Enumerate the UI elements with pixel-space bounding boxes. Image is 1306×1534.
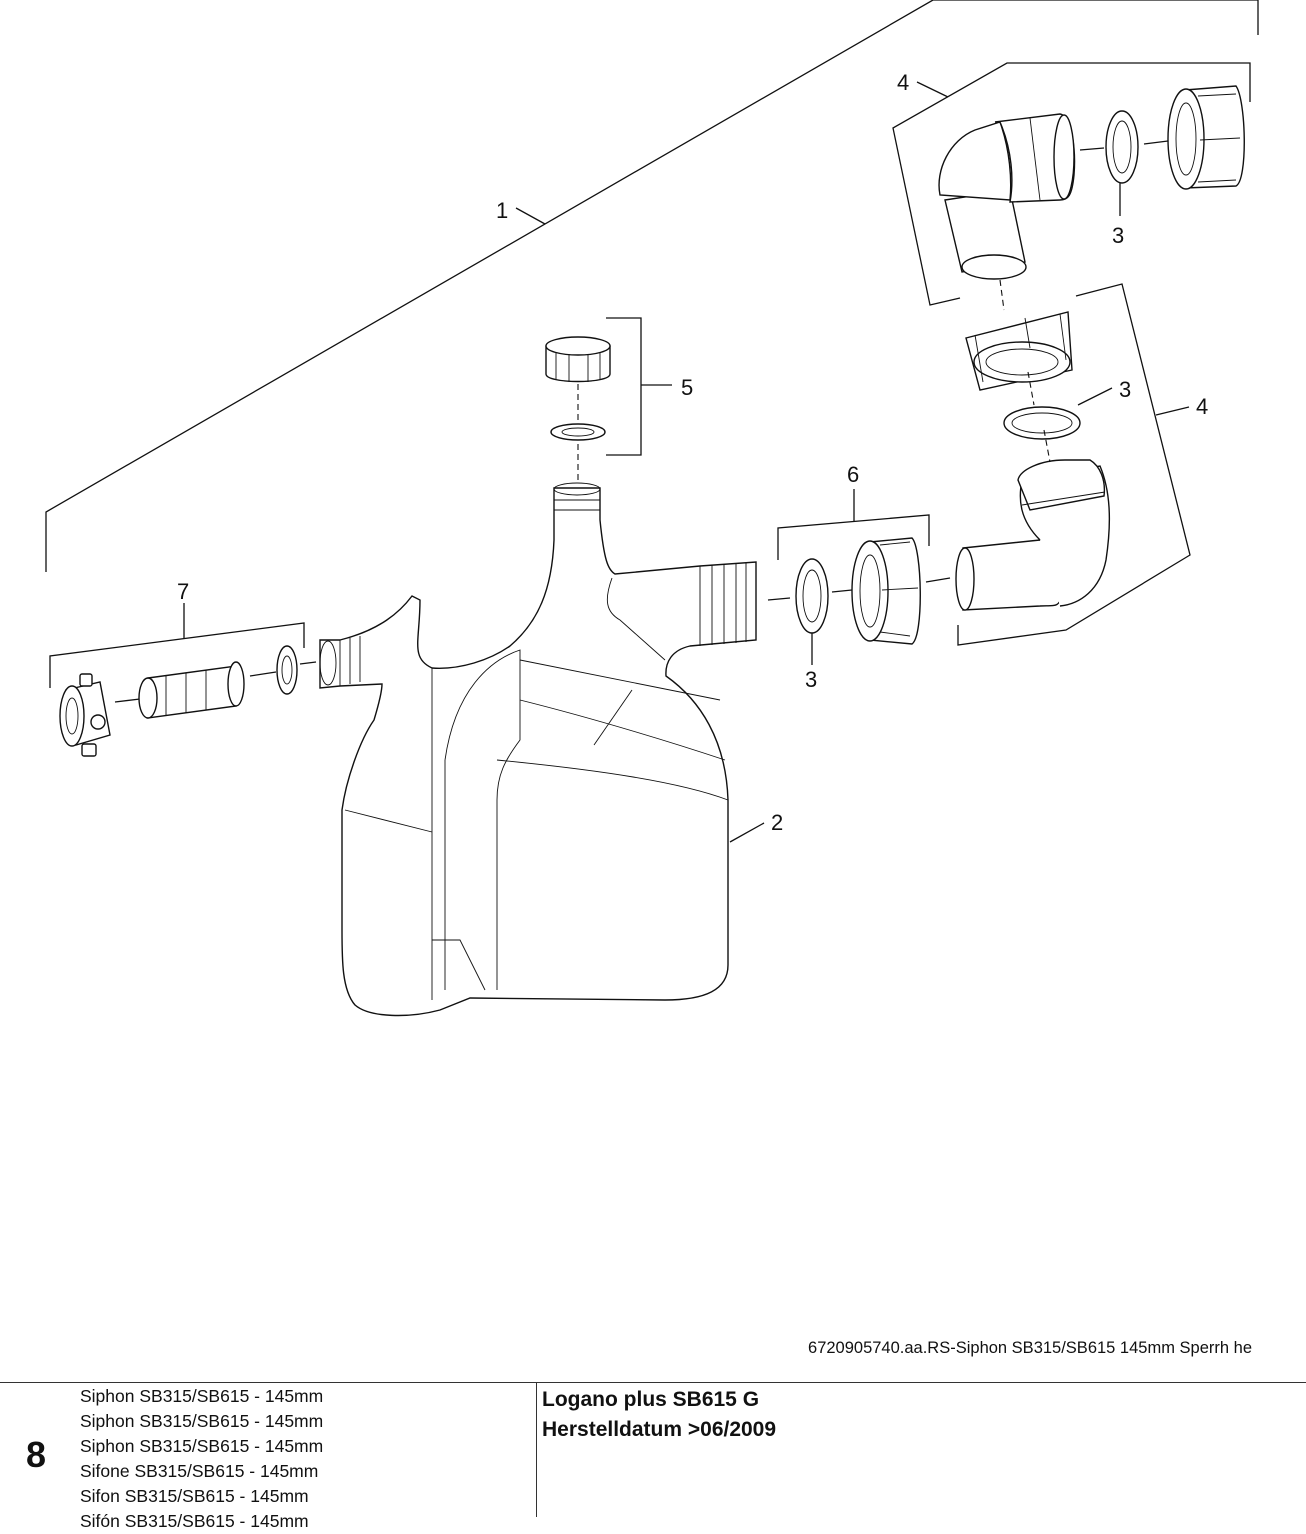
- callout-6: 6: [847, 462, 859, 487]
- page-number: 8: [26, 1434, 47, 1475]
- cap-assembly-5: [545, 317, 672, 484]
- footer-rule: [0, 1382, 1306, 1383]
- elbow-assembly-4-upper: [892, 62, 1251, 306]
- callout-1: 1: [496, 198, 508, 223]
- description-item: Siphon SB315/SB615 - 145mm: [80, 1436, 324, 1456]
- callout-4-upper: 4: [897, 70, 909, 95]
- siphon-body: [319, 482, 765, 1017]
- figure-caption: 6720905740.aa.RS-Siphon SB315/SB615 145m…: [808, 1339, 1252, 1357]
- description-item: Siphon SB315/SB615 - 145mm: [80, 1386, 324, 1406]
- hose-connection-7: [49, 603, 317, 757]
- description-item: Sifone SB315/SB615 - 145mm: [80, 1461, 319, 1481]
- callout-labels: 1 2 3 3 3 4 4 5 6 7: [177, 70, 1208, 835]
- callout-3-lower: 3: [805, 667, 817, 692]
- callout-3-upper: 3: [1112, 223, 1124, 248]
- coupling-6: [767, 489, 951, 665]
- callout-7: 7: [177, 579, 189, 604]
- callout-2: 2: [771, 810, 783, 835]
- description-item: Sifon SB315/SB615 - 145mm: [80, 1486, 309, 1506]
- product-title: Logano plus SB615 G: [542, 1388, 760, 1411]
- callout-5: 5: [681, 375, 693, 400]
- description-item: Sifón SB315/SB615 - 145mm: [80, 1511, 309, 1531]
- assembly-bracket-1: [45, 0, 1259, 572]
- footer-divider: [536, 1382, 537, 1517]
- description-item: Siphon SB315/SB615 - 145mm: [80, 1411, 324, 1431]
- manufacture-date: Herstelldatum >06/2009: [542, 1418, 777, 1441]
- callout-3-middle: 3: [1119, 377, 1131, 402]
- exploded-parts-drawing: 1 2 3 3 3 4 4 5 6 7: [45, 0, 1259, 1017]
- elbow-assembly-4-lower: [955, 279, 1191, 646]
- description-list: Siphon SB315/SB615 - 145mm Siphon SB315/…: [80, 1384, 323, 1534]
- title-block: Logano plus SB615 G Herstelldatum >06/20…: [542, 1385, 776, 1445]
- callout-4-lower: 4: [1196, 394, 1208, 419]
